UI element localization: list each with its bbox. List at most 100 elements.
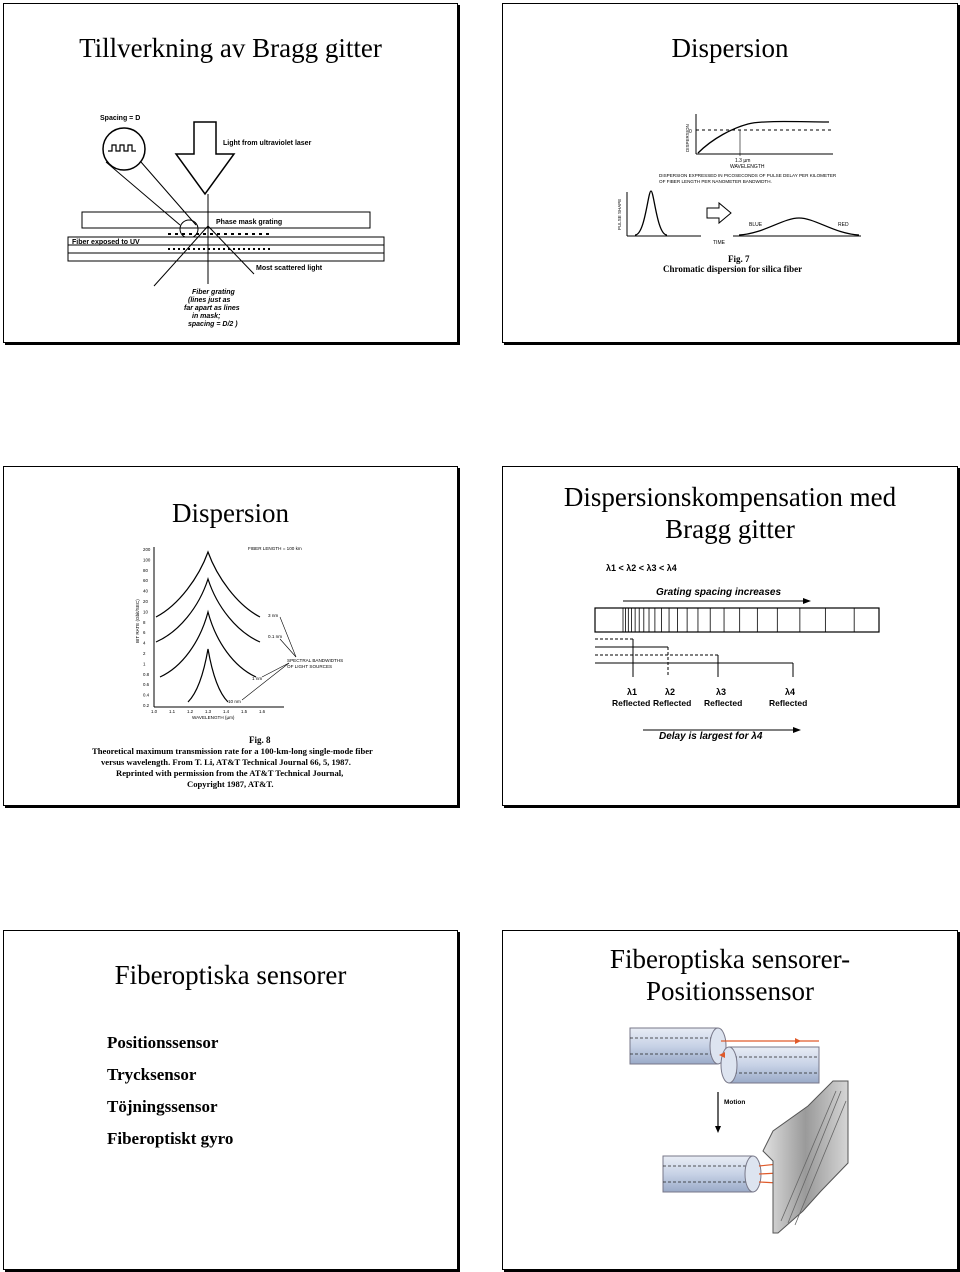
x-label: WAVELENGTH [730,164,765,170]
bragg-fabrication-diagram: Spacing = D Light from ultraviolet laser… [67,115,385,328]
y-tick-label: 1 [143,661,146,666]
fiber-length-label: FIBER LENGTH = 100 km [248,546,302,551]
lambda-label: λ4 [785,687,795,697]
reflected-label: Reflected [653,698,691,708]
position-sensor-illustration: Motion [629,1027,849,1234]
fiber-end [744,1155,762,1193]
curve-1nm [159,609,257,678]
list-item: Trycksensor [107,1065,197,1084]
y-tick-label: 0.2 [143,703,150,708]
pulse-label: PULSE SHAPE [617,199,622,230]
list-item: Töjningssensor [107,1097,218,1116]
x-tick-label: 1.3 [205,709,212,714]
zero-label: 0 [689,129,692,135]
fiber-tube [728,1046,820,1084]
reflector [762,1080,849,1234]
x-tick-label: 1.2 [187,709,194,714]
uv-laser-arrow [174,121,236,196]
wavelength-mark: 1.3 µm [735,158,750,164]
delay-label: Delay is largest for λ4 [659,731,763,742]
x-tick-label: 1.1 [169,709,176,714]
spacing-label: Spacing = D [100,115,140,122]
chromatic-dispersion-figure: DISPERSION 0 1.3 µm WAVELENGTH DISPERSIO… [617,114,861,274]
slide-title: Dispersion [671,33,789,63]
curve-10nm [187,648,229,703]
ray [207,225,255,275]
fiber-bottom [67,252,385,262]
reflected-label: Reflected [769,698,807,708]
fig-label: Fig. 8 [249,735,271,745]
x-tick-label: 1.6 [259,709,266,714]
y-tick-label: 8 [143,620,146,625]
leader-line [140,161,197,226]
y-tick-label: 0.6 [143,682,150,687]
y-tick-label: 0.4 [143,693,150,698]
x-ticks: 1.0 1.1 1.2 1.3 1.4 1.5 1.6 [151,709,266,714]
slide-dispersion-bitrate: Dispersion BIT RATE (Gbit/SEC) 200 100 80 6… [3,466,458,806]
slide-fiber-sensors: Fiberoptiska sensorer Positionssensor Tr… [3,930,458,1270]
grating-profile [108,144,136,152]
slide-bragg-fabrication: Tillverkning av Bragg gitter Spacing = D… [3,3,458,343]
x-axis-label: WAVELENGTH (µm) [192,715,235,720]
bitrate-vs-wavelength-chart: BIT RATE (Gbit/SEC) 20010080604020108642… [92,546,375,789]
y-tick-label: 80 [143,568,148,573]
slide-title: Dispersion [172,498,289,528]
reflected-label: Reflected [612,698,650,708]
y-tick-label: 6 [143,630,146,635]
chirped-grating-diagram: λ1 < λ2 < λ3 < λ4 Grating spacing increa… [594,563,880,742]
fiber-tube [629,1027,719,1065]
spacing-label: Grating spacing increases [656,587,781,598]
blue-label: BLUE [749,222,763,228]
slide-title: Fiberoptiska sensorer [114,960,347,990]
arrow [706,201,732,225]
y-tick-label: 100 [143,557,151,562]
y-axis-label: BIT RATE (Gbit/SEC) [135,599,140,643]
y-tick-label: 200 [143,547,151,552]
y-tick-label: 20 [143,599,148,604]
y-tick-label: 60 [143,578,148,583]
chirped-fiber [594,607,880,633]
x-tick-label: 1.0 [151,709,158,714]
leader-line [105,161,181,226]
bandwidth-label: 0.1 nm [268,634,282,639]
y-label: DISPERSION [685,124,690,152]
broadened-pulse [738,217,860,236]
delay-paths [595,638,794,677]
sensor-list: Positionssensor Trycksensor Töjningssens… [107,1027,233,1155]
red-label: RED [838,222,849,228]
scattered-label: Most scattered light [256,265,323,272]
y-tick-label: 40 [143,589,148,594]
ray [153,225,209,287]
phase-mask-label: Phase mask grating [216,219,282,226]
lambda-label: λ1 [627,687,637,697]
phase-mask [81,211,371,229]
wavelength-order: λ1 < λ2 < λ3 < λ4 [606,563,677,573]
lambda-label: λ3 [716,687,726,697]
bandwidth-label: 1 nm [252,676,262,681]
motion-label: Motion [724,1099,745,1106]
list-item: Fiberoptiskt gyro [107,1129,234,1148]
time-label: TIME [713,240,726,246]
dispersion-note: DISPERSION EXPRESSED IN PICOSECONDS OF P… [659,173,838,184]
y-tick-label: 2 [143,651,146,656]
caption: Theoretical maximum transmission rate fo… [92,746,375,789]
curve-0.1nm [155,577,261,643]
magnified-grating-circle [102,127,146,171]
fiber-core [67,244,385,254]
spectral-bandwidths-label: SPECTRAL BANDWIDTHS OF LIGHT SOURCES [287,658,345,669]
lambda-label: λ2 [665,687,675,697]
slide-dispersion: Dispersion DISPERSION 0 1.3 µm WAVELENGT… [502,3,958,343]
x-tick-label: 1.5 [241,709,248,714]
reflected-label: Reflected [704,698,742,708]
y-tick-label: 0.8 [143,672,150,677]
y-tick-label: 10 [143,609,148,614]
grating-lines [622,608,855,632]
slide-dispersion-compensation: Dispersionskompensation med Bragg gitter… [502,466,958,806]
y-tick-label: 4 [143,641,146,646]
curve-3nm [155,550,261,618]
list-item: Positionssensor [107,1033,219,1052]
fiber-end [720,1046,738,1084]
y-ticks: 200 100 80 60 40 20 10 8 6 4 2 1 0.8 0.6 0.4 0.2 [143,547,151,708]
x-tick-label: 1.4 [223,709,230,714]
slide-title: Tillverkning av Bragg gitter [79,33,382,63]
